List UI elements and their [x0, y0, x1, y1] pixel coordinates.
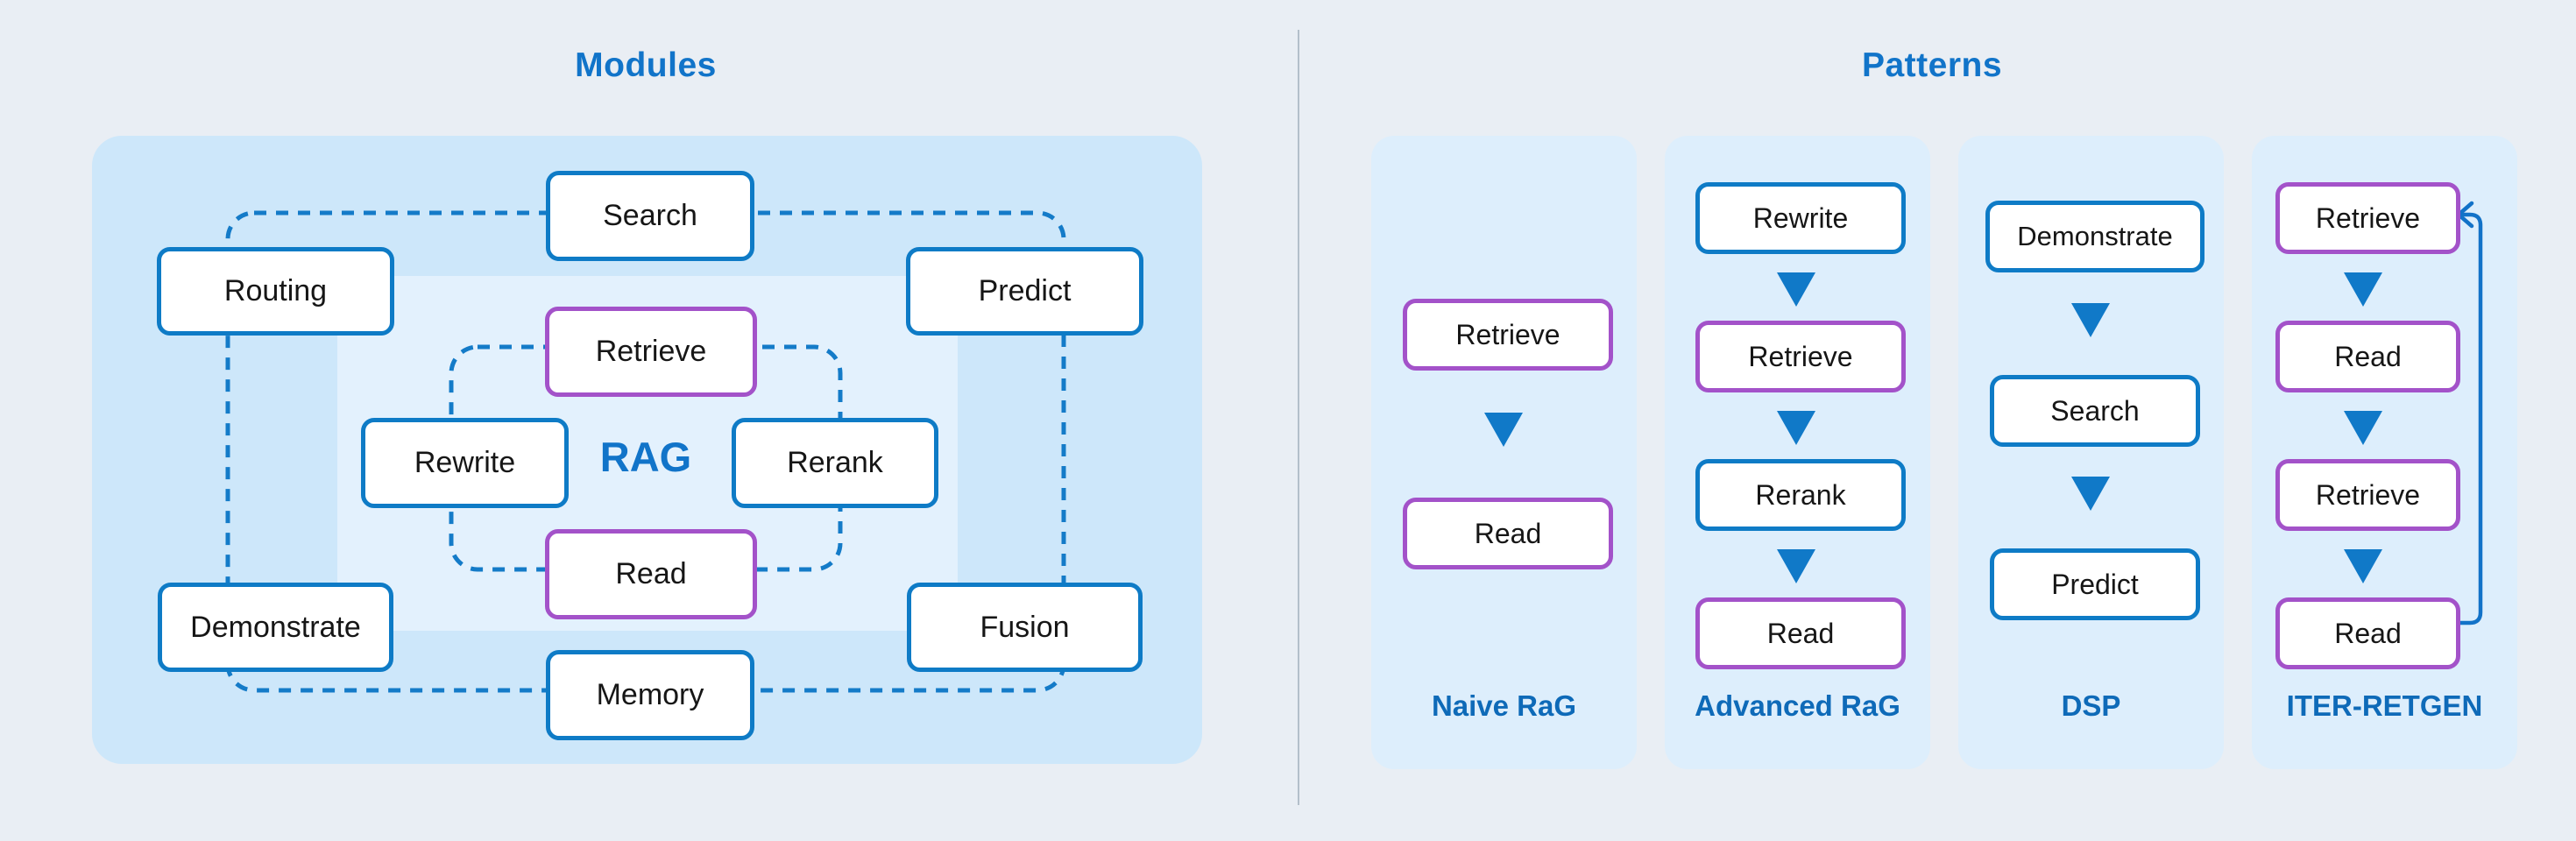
loop-arrow-icon — [2450, 201, 2483, 625]
rag-center-label: RAG — [599, 434, 692, 480]
arrow-down-icon — [1777, 549, 1815, 583]
patterns-section-title: Patterns — [1861, 46, 2003, 84]
pattern-step-label: Retrieve — [1748, 340, 1853, 372]
pattern-step-label: Search — [2050, 394, 2140, 427]
pattern-step-label: Retrieve — [2315, 478, 2421, 511]
arrow-down-icon — [2344, 272, 2382, 307]
arrow-down-icon — [2071, 477, 2110, 511]
section-divider — [1298, 30, 1299, 805]
module-box-fusion: Fusion — [907, 583, 1143, 672]
arrow-down-icon — [1777, 272, 1815, 307]
pattern-step-label: Read — [1474, 517, 1542, 549]
modules-section-title: Modules — [575, 46, 717, 84]
pattern-step-retrieve: Retrieve — [2275, 182, 2460, 254]
pattern-step-read: Read — [2275, 321, 2460, 392]
pattern-step-label: Predict — [2051, 568, 2139, 600]
pattern-step-label: Read — [1766, 617, 1835, 649]
module-box-rewrite: Rewrite — [361, 418, 569, 508]
pattern-step-rerank: Rerank — [1695, 459, 1906, 531]
module-box-rerank: Rerank — [732, 418, 938, 508]
pattern-step-label: Retrieve — [2315, 201, 2421, 234]
module-box-read: Read — [545, 529, 757, 619]
pattern-step-label: Rerank — [1755, 478, 1846, 511]
module-box-label: Rewrite — [414, 446, 516, 479]
module-box-label: Read — [615, 557, 687, 590]
pattern-step-label: Read — [2334, 340, 2402, 372]
pattern-step-label: Rewrite — [1752, 201, 1849, 234]
pattern-label-dsp: DSP — [2061, 689, 2121, 722]
pattern-step-retrieve: Retrieve — [2275, 459, 2460, 531]
module-box-retrieve: Retrieve — [545, 307, 757, 397]
outer-dashed-loop — [225, 210, 1066, 693]
pattern-step-retrieve: Retrieve — [1403, 299, 1613, 371]
module-box-label: Routing — [223, 274, 328, 307]
pattern-step-read: Read — [2275, 597, 2460, 669]
pattern-step-read: Read — [1403, 498, 1613, 569]
arrow-down-icon — [2344, 411, 2382, 445]
pattern-step-demonstrate: Demonstrate — [1985, 201, 2204, 272]
module-box-label: Retrieve — [595, 335, 707, 368]
module-box-label: Rerank — [787, 446, 883, 479]
arrow-down-icon — [1777, 411, 1815, 445]
pattern-step-search: Search — [1990, 375, 2200, 447]
pattern-step-predict: Predict — [1990, 548, 2200, 620]
pattern-step-label: Read — [2334, 617, 2402, 649]
pattern-column-naive-rag — [1371, 136, 1637, 769]
pattern-label-iter-retgen: ITER-RETGEN — [2286, 689, 2483, 722]
module-box-label: Search — [603, 199, 697, 232]
pattern-step-rewrite: Rewrite — [1695, 182, 1906, 254]
module-box-label: Predict — [978, 274, 1072, 307]
module-box-label: Demonstrate — [190, 610, 361, 644]
module-box-search: Search — [546, 171, 754, 261]
module-box-demonstrate: Demonstrate — [158, 583, 393, 672]
module-box-routing: Routing — [157, 247, 394, 336]
pattern-step-label: Retrieve — [1455, 318, 1560, 350]
pattern-label-naive-rag: Naive RaG — [1431, 689, 1577, 722]
module-box-memory: Memory — [546, 650, 754, 740]
pattern-step-read: Read — [1695, 597, 1906, 669]
pattern-step-retrieve: Retrieve — [1695, 321, 1906, 392]
module-box-label: Memory — [596, 678, 704, 711]
module-box-predict: Predict — [906, 247, 1143, 336]
pattern-step-label: Demonstrate — [2017, 221, 2173, 251]
arrow-down-icon — [2071, 303, 2110, 337]
module-box-label: Fusion — [980, 610, 1070, 644]
arrow-down-icon — [1484, 413, 1523, 447]
pattern-label-advanced-rag: Advanced RaG — [1695, 689, 1900, 722]
arrow-down-icon — [2344, 549, 2382, 583]
